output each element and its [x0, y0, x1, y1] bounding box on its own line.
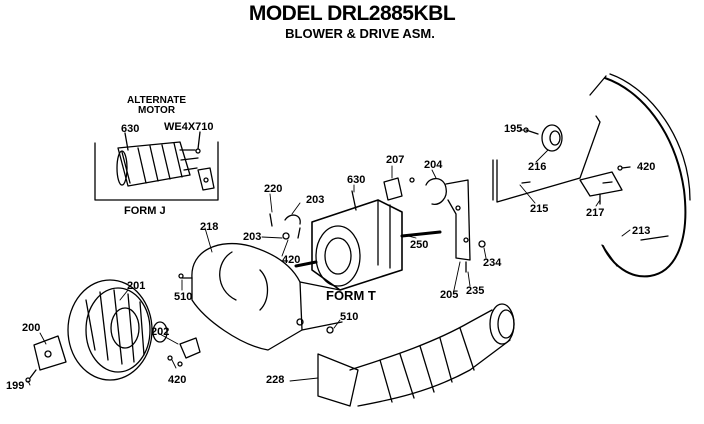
inset-form-label: FORM J	[124, 205, 166, 217]
inset-heading-line1: ALTERNATE	[127, 95, 187, 106]
callout-250: 250	[410, 239, 429, 251]
diagram-title: MODEL DRL2885KBL	[248, 2, 456, 25]
alternate-motor-inset	[95, 132, 218, 200]
callout-235: 235	[466, 285, 485, 297]
callout-201: 201	[127, 280, 146, 292]
callout-218: 218	[200, 221, 219, 233]
callout-234: 234	[483, 257, 502, 269]
exhaust-duct-part-228	[318, 304, 514, 406]
callout-420-right: 420	[637, 161, 656, 173]
callout-202: 202	[151, 326, 170, 338]
inset-heading-line2: MOTOR	[138, 105, 176, 116]
callout-213: 213	[632, 225, 651, 237]
callout-217: 217	[586, 207, 605, 219]
callout-195: 195	[504, 123, 523, 135]
idler-assembly	[493, 116, 630, 204]
callout-228: 228	[266, 374, 285, 386]
main-form-label: FORM T	[326, 288, 376, 303]
diagram-subtitle: BLOWER & DRIVE ASM.	[285, 26, 435, 41]
drive-motor-part-630	[270, 191, 440, 290]
callout-510-left: 510	[174, 291, 193, 303]
callout-leaders	[28, 130, 630, 385]
callout-200: 200	[22, 322, 41, 334]
callout-216: 216	[528, 161, 547, 173]
callout-630: 630	[347, 174, 366, 186]
drum-part-213	[590, 74, 690, 276]
motor-switch-assembly	[384, 178, 485, 272]
callout-203-left: 203	[243, 231, 262, 243]
callout-420-mid: 420	[282, 254, 301, 266]
callout-215: 215	[530, 203, 549, 215]
blower-wheel-part-201	[68, 280, 167, 380]
callout-204: 204	[424, 159, 443, 171]
callout-205: 205	[440, 289, 459, 301]
callout-630-inset: 630	[121, 123, 140, 135]
callout-420-bottom: 420	[168, 374, 187, 386]
callout-we4x710: WE4X710	[164, 121, 214, 133]
callout-199: 199	[6, 380, 25, 392]
small-hardware	[26, 336, 200, 382]
callout-207: 207	[386, 154, 405, 166]
blower-housing-part-218	[179, 244, 342, 350]
callout-203-top: 203	[306, 194, 325, 206]
callout-220: 220	[264, 183, 283, 195]
callout-510-mid: 510	[340, 311, 359, 323]
